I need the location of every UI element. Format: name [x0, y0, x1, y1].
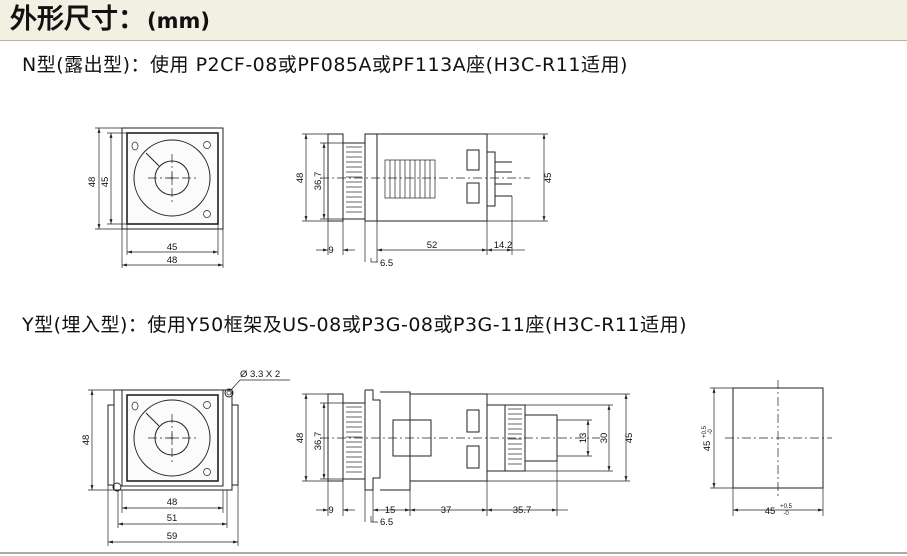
dim-n-side-h-45: 45 [543, 173, 554, 184]
dim-y-side-30: 30 [599, 433, 610, 444]
dim-y-side-15: 15 [385, 505, 396, 516]
dim-y-front-48: 48 [167, 497, 178, 508]
dim-n-side-6-5: 6.5 [380, 258, 393, 269]
dim-y-front-h-48: 48 [81, 435, 92, 446]
y-side-view: 48 36.7 13 30 45 9 15 6.5 37 35.7 [295, 389, 635, 528]
dim-cut-v-tol-zero: -0 [708, 429, 714, 435]
dim-cut-h: 45 [765, 506, 776, 517]
dim-cut-v: 45 [702, 441, 713, 452]
dim-cut-v-tol-plus: +0.5 [702, 425, 708, 438]
dim-n-side-h-48: 48 [295, 173, 306, 184]
bottom-divider [0, 552, 907, 554]
dim-y-side-35-7: 35.7 [513, 505, 532, 516]
dim-y-front-59: 59 [167, 531, 178, 542]
dim-n-side-14-2: 14.2 [494, 240, 513, 251]
title-unit: (mm) [147, 9, 210, 33]
page-title: 外形尺寸：(mm) [10, 4, 210, 35]
dim-y-side-13: 13 [578, 433, 589, 444]
dim-y-side-45: 45 [624, 433, 635, 444]
dim-n-front-w-45: 45 [167, 242, 178, 253]
dim-n-side-9: 9 [328, 245, 333, 256]
dim-y-side-h-48: 48 [295, 433, 306, 444]
dim-n-side-52: 52 [427, 240, 438, 251]
n-front-view: 48 45 45 48 [87, 127, 224, 268]
header-bar [0, 0, 907, 41]
dim-y-side-9: 9 [328, 505, 333, 516]
dim-y-side-6-5: 6.5 [380, 517, 393, 528]
dim-n-front-w-48: 48 [167, 255, 178, 266]
dim-y-side-37: 37 [441, 505, 452, 516]
section-y-heading: Y型(埋入型)：使用Y50框架及US-08或P3G-08或P3G-11座(H3C… [22, 314, 688, 336]
dim-y-hole: Ø 3.3 X 2 [240, 369, 280, 380]
dim-n-side-h-36-7: 36.7 [313, 172, 324, 191]
panel-cutout-view: 45 +0.5 -0 45 +0.5 -0 [702, 380, 832, 517]
dim-y-side-h-36-7: 36.7 [313, 432, 324, 451]
y-front-view: Ø 3.3 X 2 48 48 51 59 [81, 369, 290, 546]
n-side-view: 48 36.7 45 9 6.5 52 14.2 [295, 133, 554, 269]
dim-cut-h-tol-plus: +0.5 [780, 504, 793, 510]
dim-n-front-h-48: 48 [87, 177, 98, 188]
section-n-heading: N型(露出型)：使用 P2CF-08或PF085A或PF113A座(H3C-R1… [22, 54, 628, 76]
dim-n-front-h-45: 45 [100, 177, 111, 188]
dim-cut-h-tol-zero: -0 [783, 511, 789, 517]
dim-y-front-51: 51 [167, 513, 178, 524]
